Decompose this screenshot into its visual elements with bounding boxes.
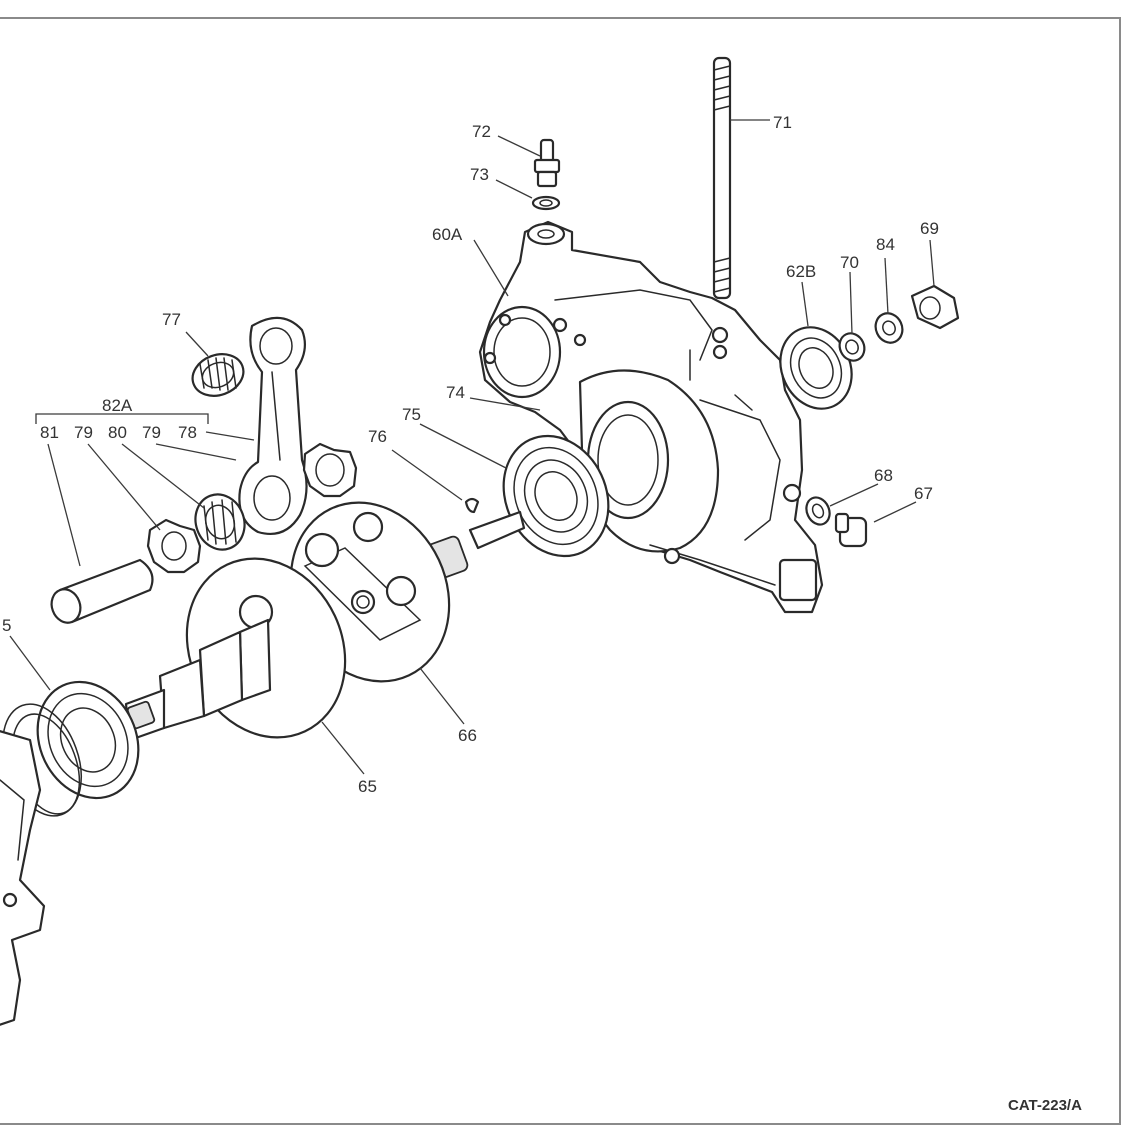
- callout-78: 78: [178, 423, 197, 442]
- part-left-crankcase-fragment: [0, 730, 46, 1026]
- callout-71: 71: [773, 113, 792, 132]
- callout-75-left: 5: [2, 616, 11, 635]
- part-62b-seal: [779, 326, 853, 410]
- leader-lines: [9, 119, 935, 775]
- callout-82a: 82A: [102, 396, 133, 415]
- callout-79-second: 79: [142, 423, 161, 442]
- part-67-drain-plug: [834, 512, 868, 548]
- part-75-left-bearing: [36, 680, 140, 800]
- part-70-washer: [838, 332, 866, 362]
- callout-68: 68: [874, 466, 893, 485]
- callout-65: 65: [358, 777, 377, 796]
- part-78-thrust-washer: [302, 442, 358, 498]
- part-73-washer: [531, 195, 561, 211]
- part-69-nut: [910, 284, 960, 330]
- part-72-fitting: [533, 138, 561, 188]
- part-81-crank-pin: [50, 558, 154, 624]
- part-71-stud: [712, 56, 732, 300]
- part-77-needle-bearing: [191, 353, 245, 397]
- callout-76: 76: [368, 427, 387, 446]
- part-84-washer: [874, 312, 904, 344]
- part-76-key: [464, 497, 480, 514]
- callout-80: 80: [108, 423, 127, 442]
- catalog-code: CAT-223/A: [1008, 1097, 1082, 1114]
- callout-72: 72: [472, 122, 491, 141]
- callout-62b: 62B: [786, 262, 816, 281]
- callout-73: 73: [470, 165, 489, 184]
- callout-60a: 60A: [432, 225, 463, 244]
- diagram-frame: [0, 17, 1121, 1125]
- part-68-washer: [805, 496, 831, 526]
- callout-74: 74: [446, 383, 465, 402]
- part-60a-crankcase: [478, 220, 824, 614]
- part-80-big-end-bearing: [194, 493, 246, 551]
- callout-70: 70: [840, 253, 859, 272]
- callout-79-first: 79: [74, 423, 93, 442]
- callout-66: 66: [458, 726, 477, 745]
- callout-84: 84: [876, 235, 895, 254]
- callout-77: 77: [162, 310, 181, 329]
- part-connecting-rod: [238, 316, 308, 536]
- callout-75: 75: [402, 405, 421, 424]
- part-65-crank-half: [124, 557, 347, 742]
- callout-labels: 72 71 73 60A 62B 70 84 69 77 82A 81 79 8…: [2, 113, 939, 796]
- callout-67: 67: [914, 484, 933, 503]
- callout-81: 81: [40, 423, 59, 442]
- part-79-thrust-washer: [146, 518, 202, 574]
- callout-69: 69: [920, 219, 939, 238]
